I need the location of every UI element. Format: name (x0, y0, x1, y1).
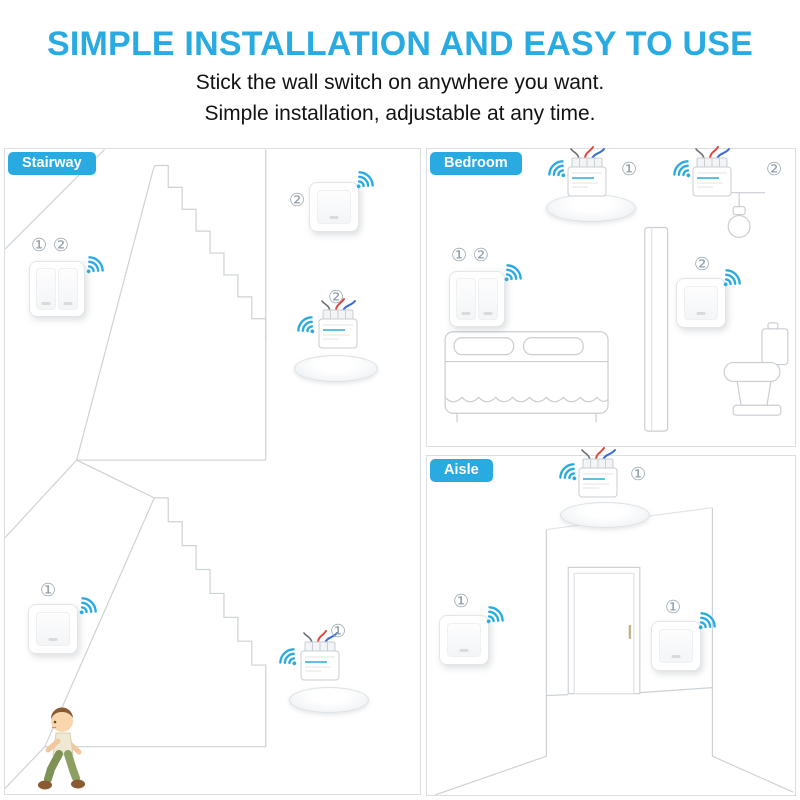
wall-switch-two-gang: ① ② (29, 237, 104, 317)
wifi-signal-icon (297, 316, 315, 334)
switch-body (439, 615, 489, 665)
wifi-signal-icon (279, 648, 297, 666)
device-number-marker: ② (328, 287, 345, 308)
relay-module-icon (692, 146, 732, 197)
switch-rocker (447, 623, 481, 657)
switch-rocker (36, 268, 56, 310)
bed-drawing (444, 331, 609, 423)
wifi-signal-icon (486, 606, 504, 624)
relay-module-icon (567, 146, 607, 197)
relay-module: ① (559, 446, 646, 505)
switch-body (309, 182, 359, 232)
relay-module: ① (279, 623, 348, 688)
ceiling-light (294, 355, 378, 382)
device-number-marker: ① ② (31, 235, 69, 256)
wifi-signal-icon (79, 597, 97, 615)
hallway-drawing (434, 507, 794, 795)
device-number-marker: ① (630, 464, 647, 485)
relay-module: ② (297, 289, 366, 356)
ceiling-light (546, 194, 636, 222)
subtitle-line-2: Simple installation, adjustable at any t… (204, 102, 596, 125)
ceiling-light (560, 502, 650, 528)
wifi-signal-icon (548, 160, 566, 178)
switch-rocker (58, 268, 78, 310)
wall-switch-one-gang: ② (289, 171, 374, 232)
wall-switch-one-gang: ① (651, 599, 716, 671)
device-number-marker: ① ② (451, 245, 489, 266)
page-title: SIMPLE INSTALLATION AND EASY TO USE (47, 25, 753, 63)
wall-switch-one-gang: ② (676, 256, 741, 328)
wifi-signal-icon (86, 256, 104, 274)
device-number-marker: ② (766, 159, 783, 180)
switch-rocker (36, 612, 70, 646)
wifi-signal-icon (723, 269, 741, 287)
switch-rocker (659, 629, 693, 663)
device-number-marker: ① (40, 580, 57, 601)
ceiling-light (289, 687, 369, 713)
switch-body (29, 261, 85, 317)
wall-switch-two-gang: ① ② (449, 247, 522, 327)
room-divider-drawing (644, 226, 669, 432)
switch-body (651, 621, 701, 671)
device-number-marker: ② (694, 254, 711, 275)
relay-module: ① (548, 145, 637, 204)
device-number-marker: ② (289, 190, 306, 211)
relay-module: ② (673, 145, 782, 204)
wifi-signal-icon (559, 463, 577, 481)
switch-rocker (684, 286, 718, 320)
subtitle-line-1: Stick the wall switch on anywhere you wa… (195, 71, 605, 94)
switch-body (28, 604, 78, 654)
bedroom-drawing (444, 192, 789, 432)
toilet-drawing (723, 322, 789, 416)
device-number-marker: ① (453, 591, 470, 612)
panel-label-aisle: Aisle (430, 459, 493, 482)
switch-rocker (456, 278, 476, 320)
wifi-signal-icon (698, 612, 716, 630)
wifi-signal-icon (504, 264, 522, 282)
wall-switch-one-gang: ① (439, 593, 504, 665)
staircase-drawing (5, 149, 267, 789)
switch-rocker (317, 190, 351, 224)
device-number-marker: ① (665, 597, 682, 618)
door-drawing (567, 566, 641, 695)
panel-aisle: Aisle ① (426, 447, 796, 796)
switch-body (449, 271, 505, 327)
panel-label-bedroom: Bedroom (430, 152, 522, 175)
relay-module-icon (578, 447, 618, 498)
device-number-marker: ① (621, 159, 638, 180)
relay-module-icon (300, 630, 340, 681)
wall-switch-one-gang: ① (28, 582, 97, 654)
panel-stairway: Stairway ② (4, 148, 421, 795)
device-number-marker: ① (330, 621, 347, 642)
walking-child-illustration (38, 707, 85, 790)
wifi-signal-icon (356, 171, 374, 189)
switch-body (676, 278, 726, 328)
switch-rocker (478, 278, 498, 320)
panel-label-stairway: Stairway (8, 152, 96, 175)
wifi-signal-icon (673, 160, 691, 178)
relay-module-icon (318, 298, 358, 349)
panel-bedroom: Bedroom (426, 145, 796, 447)
